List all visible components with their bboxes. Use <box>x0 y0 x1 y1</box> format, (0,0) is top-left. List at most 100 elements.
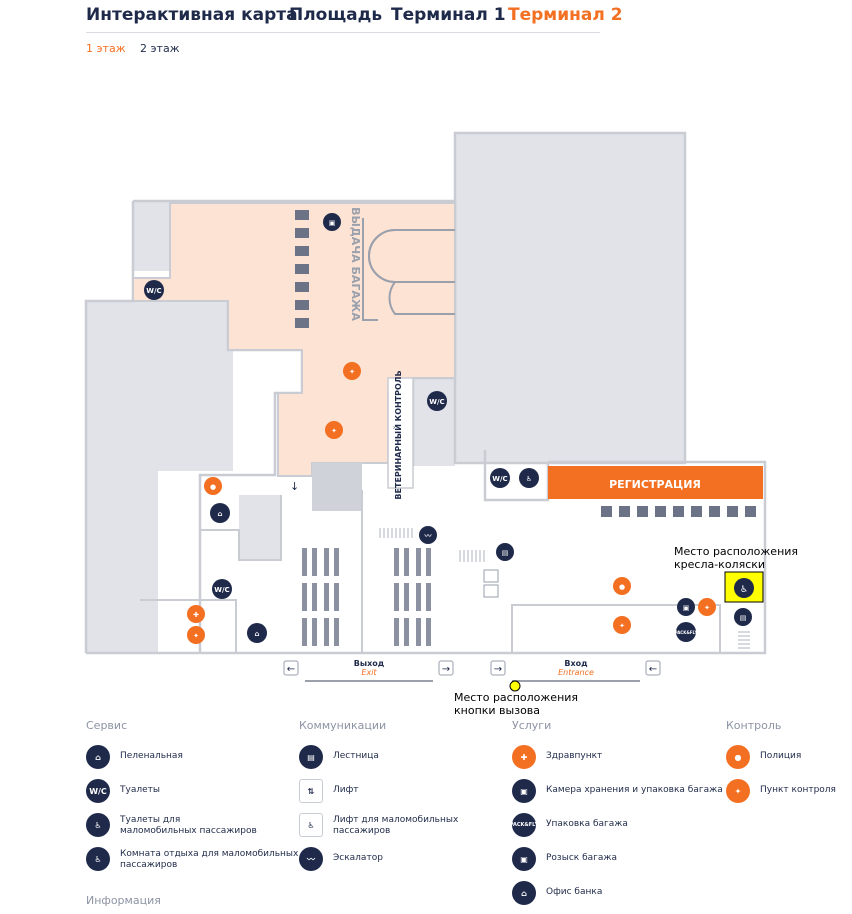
exit-label-en: Exit <box>361 668 377 677</box>
wc-icon[interactable]: W/C <box>427 391 447 411</box>
svg-text:⌂: ⌂ <box>254 630 259 638</box>
checkin-label: РЕГИСТРАЦИЯ <box>609 478 701 491</box>
accessible-lounge-icon[interactable]: ♿ <box>734 578 754 598</box>
accessible-lounge-icon: ♿ <box>86 847 110 871</box>
down-arrow-icon: ↓ <box>290 480 299 493</box>
elevator-icon: ⇅ <box>299 779 323 803</box>
call-button-marker <box>509 680 521 692</box>
svg-text:♿: ♿ <box>740 585 748 595</box>
arrow-right-icon: → <box>494 664 502 675</box>
svg-text:▤: ▤ <box>502 549 509 557</box>
wheelchair-annotation-line1: Место расположения <box>674 545 799 558</box>
svg-text:W/C: W/C <box>492 475 507 483</box>
stairs-icon: ▤ <box>299 745 323 769</box>
svg-text:✦: ✦ <box>704 604 710 612</box>
call-button-annotation-line1: Место расположения <box>454 691 579 704</box>
tab-interactive-map[interactable]: Интерактивная карта <box>86 5 298 25</box>
seating-rows <box>302 548 431 646</box>
svg-text:W/C: W/C <box>214 586 229 594</box>
baby-changing-icon: ⌂ <box>86 745 110 769</box>
baggage-carousels <box>362 218 455 321</box>
wc-icon[interactable]: W/C <box>490 468 510 488</box>
tab-terminal-2[interactable]: Терминал 2 <box>508 5 623 25</box>
police-icon[interactable]: ● <box>204 477 222 495</box>
svg-text:✦: ✦ <box>349 368 355 376</box>
baggage-desks <box>295 210 309 328</box>
exit-entrance-strip: ← Выход Exit → → Вход Entrance ← <box>283 659 661 682</box>
legend-heading-services: Услуги <box>512 719 552 732</box>
wheelchair-annotation-line2: кресла-коляски <box>674 558 766 571</box>
call-button-annotation-line2: кнопки вызова <box>454 704 541 717</box>
map-pois: ▣ W/C ✦ ✦ W/C W/C ♿ ● ⌂ 〰 ▤ W/C ✚ ✦ ⌂ ● … <box>144 213 752 644</box>
svg-text:W/C: W/C <box>429 398 444 406</box>
tab-square[interactable]: Площадь <box>289 5 383 25</box>
bank-icon[interactable]: ⌂ <box>247 623 267 643</box>
svg-text:▣: ▣ <box>329 219 336 227</box>
police-icon[interactable]: ● <box>613 577 631 595</box>
svg-text:✦: ✦ <box>619 622 625 630</box>
svg-text:✚: ✚ <box>193 611 199 619</box>
lost-baggage-icon: ▣ <box>512 847 536 871</box>
escalator-icon: 〰 <box>299 847 323 871</box>
accessible-elevator-icon: ♿ <box>299 813 323 837</box>
call-button-annotation: Место расположения кнопки вызова <box>454 691 578 717</box>
accessible-wc-icon: ♿ <box>86 813 110 837</box>
checkpoint-icon[interactable]: ✦ <box>698 598 716 616</box>
first-aid-icon: ✚ <box>512 745 536 769</box>
vet-control-corridor <box>387 377 414 489</box>
svg-text:⌂: ⌂ <box>217 510 222 518</box>
first-aid-icon[interactable]: ✚ <box>187 605 205 623</box>
stairs-icon[interactable]: ▤ <box>734 608 752 626</box>
wc-icon[interactable]: W/C <box>144 280 164 300</box>
luggage-storage-icon[interactable]: ▣ <box>323 213 341 231</box>
svg-text:W/C: W/C <box>146 287 161 295</box>
svg-text:✦: ✦ <box>331 427 337 435</box>
wc-icon[interactable]: W/C <box>212 579 232 599</box>
checkpoint-icon[interactable]: ✦ <box>325 421 343 439</box>
arrow-right-icon: → <box>442 664 450 675</box>
tab-terminal-1[interactable]: Терминал 1 <box>391 5 506 25</box>
svg-text:●: ● <box>210 483 216 491</box>
interior-walls <box>140 490 721 653</box>
legend-heading-control: Контроль <box>726 719 782 732</box>
elevator-icon[interactable] <box>483 569 499 598</box>
stairs-icon[interactable]: ▤ <box>496 543 514 561</box>
pack-and-fly-icon[interactable]: PACK&FLY <box>675 622 698 642</box>
svg-text:✦: ✦ <box>193 632 199 640</box>
vet-control-label: ВЕТЕРИНАРНЫЙ КОНТРОЛЬ <box>392 370 403 499</box>
floor-2-link[interactable]: 2 этаж <box>140 42 180 55</box>
legend-heading-info: Информация <box>86 894 161 907</box>
checkpoint-icon[interactable]: ✦ <box>187 626 205 644</box>
legend-heading-service: Сервис <box>86 719 128 732</box>
checkin-banner <box>548 466 763 499</box>
stairs <box>379 528 750 649</box>
legend-heading-communications: Коммуникации <box>299 719 387 732</box>
checkpoint-icon[interactable]: ✦ <box>343 362 361 380</box>
escalator-icon[interactable]: 〰 <box>419 526 437 544</box>
svg-text:▣: ▣ <box>683 604 690 612</box>
lost-baggage-icon[interactable]: ▣ <box>677 598 695 616</box>
svg-text:♿: ♿ <box>526 475 532 483</box>
wheelchair-annotation: Место расположения кресла-коляски <box>674 545 798 571</box>
svg-text:PACK&FLY: PACK&FLY <box>675 630 698 635</box>
pack-and-fly-icon: PACK&FLY <box>510 813 538 837</box>
wc-icon: W/C <box>86 779 110 803</box>
luggage-storage-icon: ▣ <box>512 779 536 803</box>
svg-text:▤: ▤ <box>740 614 747 622</box>
arrow-left-icon: ← <box>287 664 295 675</box>
baggage-claim-label: ВЫДАЧА БАГАЖА <box>349 207 362 321</box>
accessible-wc-icon[interactable]: ♿ <box>519 468 539 488</box>
checkin-desks <box>601 506 756 517</box>
entrance-label-en: Entrance <box>558 668 594 677</box>
floor-1-link[interactable]: 1 этаж <box>86 42 126 55</box>
bank-icon: ⌂ <box>512 881 536 905</box>
entrance-label: Вход <box>564 659 588 668</box>
baby-changing-icon[interactable]: ⌂ <box>210 503 230 523</box>
arrow-left-icon: ← <box>649 664 657 675</box>
checkpoint-icon[interactable]: ✦ <box>613 616 631 634</box>
svg-text:〰: 〰 <box>424 532 433 540</box>
police-icon: ● <box>726 745 750 769</box>
exit-label: Выход <box>354 659 385 668</box>
svg-text:●: ● <box>619 583 625 591</box>
